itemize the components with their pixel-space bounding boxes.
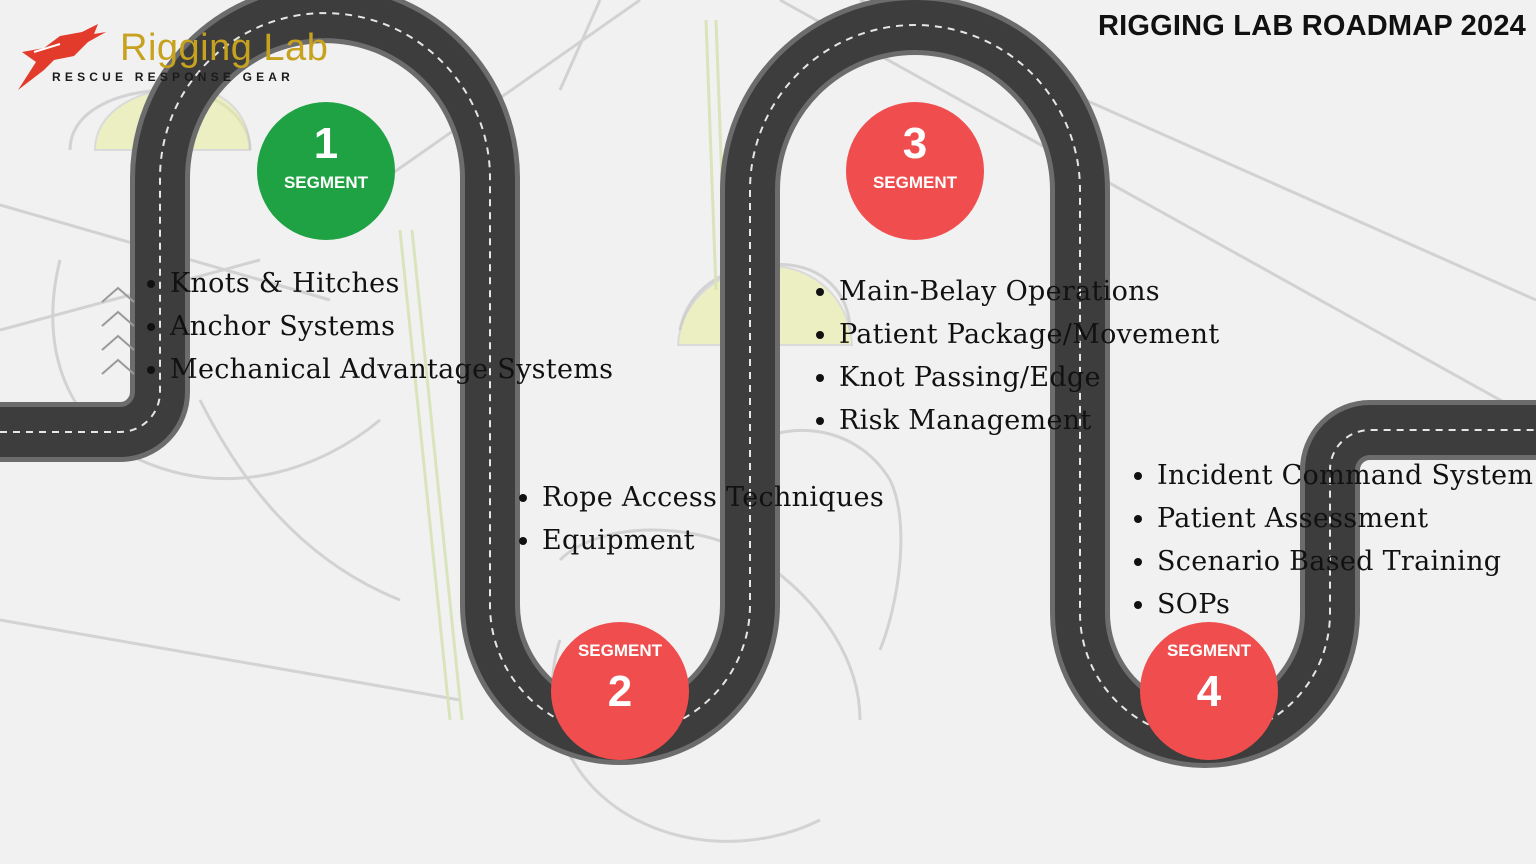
chevron-up-icon [101,286,135,375]
segment-3-badge: 3 SEGMENT [846,102,984,240]
segment-2-badge: SEGMENT 2 [551,622,689,760]
list-item: Knot Passing/Edge [839,356,1219,399]
segment-1-number: 1 [313,119,339,168]
list-item: Incident Command System [1157,454,1533,497]
segment-3-items: Main-Belay Operations Patient Package/Mo… [813,270,1219,442]
list-item: Scenario Based Training [1157,540,1533,583]
list-item: Patient Package/Movement [839,313,1219,356]
segment-2-number: 2 [607,667,633,716]
segment-2-label: SEGMENT [577,641,663,660]
list-item: SOPs [1157,583,1533,626]
list-item: Knots & Hitches [170,262,613,305]
segment-4-label: SEGMENT [1166,641,1252,660]
list-item: Mechanical Advantage Systems [170,348,613,391]
segment-4-number: 4 [1196,667,1222,716]
logo-wordmark: Rigging Lab [120,27,329,69]
segment-3-label: SEGMENT [872,173,958,192]
list-item: Equipment [542,519,884,562]
rigging-lab-logo[interactable]: Rigging Lab RESCUE RESPONSE GEAR [14,22,334,94]
segment-2-items: Rope Access Techniques Equipment [516,476,884,562]
list-item: Risk Management [839,399,1219,442]
segment-1-label: SEGMENT [283,173,369,192]
logo-tagline: RESCUE RESPONSE GEAR [52,70,295,84]
running-gazelle-logo-icon [18,24,106,90]
page-title: RIGGING LAB ROADMAP 2024 [1097,10,1526,42]
list-item: Patient Assessment [1157,497,1533,540]
list-item: Main-Belay Operations [839,270,1219,313]
list-item: Rope Access Techniques [542,476,884,519]
segment-4-items: Incident Command System Patient Assessme… [1131,454,1533,626]
segment-1-items: Knots & Hitches Anchor Systems Mechanica… [144,262,613,391]
segment-1-badge: 1 SEGMENT [257,102,395,240]
segment-3-number: 3 [902,119,928,168]
segment-4-badge: SEGMENT 4 [1140,622,1278,760]
list-item: Anchor Systems [170,305,613,348]
